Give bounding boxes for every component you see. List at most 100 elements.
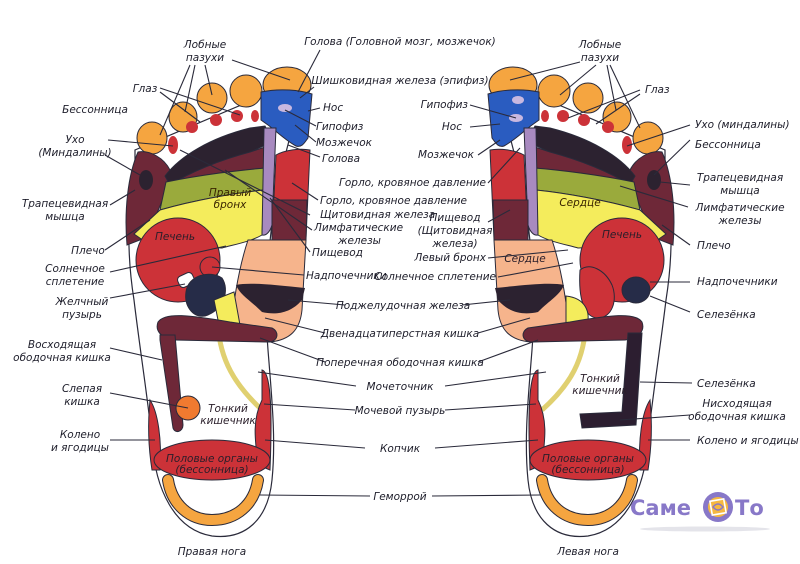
right-eye-spot-2: [186, 121, 198, 133]
label-ear-l: Ухо (миндалины): [695, 119, 790, 131]
label-left-bronchus: Левый бронх: [413, 252, 486, 264]
label-esophagus-r: Пищевод: [312, 247, 363, 259]
label-adrenal-r: Надпочечники: [306, 270, 387, 282]
left-throat-lower: [492, 199, 529, 241]
logo-text-right: То: [735, 496, 764, 520]
left-heart-upper-label: Сердце: [559, 197, 600, 209]
label-eye-l: Глаз: [645, 84, 670, 96]
right-eye-spot-5: [251, 110, 259, 122]
label-throat-l: Горло, кровяное давление: [339, 177, 486, 189]
right-liver-label: Печень: [155, 231, 195, 243]
label-eye-r: Глаз: [133, 83, 158, 95]
right-pancreas: [236, 283, 305, 314]
label-spleen-l: Селезёнка: [697, 309, 756, 321]
label-pituitary-l: Гипофиз: [421, 99, 469, 111]
label-knee-l: Колено и ягодицы: [697, 435, 799, 447]
label-duodenum: Двенадцатиперстная кишка: [320, 328, 479, 340]
label-cerebellum-l: Мозжечок: [418, 149, 475, 161]
shared-labels: Поджелудочная железа Двенадцатиперстная …: [316, 300, 484, 503]
left-eye-spot-5: [541, 110, 549, 122]
right-genitals-label: Половые органы(бессонница): [166, 453, 258, 476]
label-coccyx: Копчик: [380, 443, 421, 455]
logo-shadow: [640, 526, 770, 532]
label-cerebellum-r: Мозжечок: [316, 137, 373, 149]
left-toe-5: [632, 121, 664, 155]
label-shoulder-l: Плечо: [697, 240, 731, 252]
left-liver-label: Печень: [602, 229, 642, 241]
left-heart-lower-label: Сердце: [504, 253, 545, 265]
right-hemorrhoid-arc-fill: [163, 475, 263, 526]
left-pancreas: [495, 283, 564, 314]
left-genitals-label: Половые органы(бессонница): [542, 453, 634, 476]
left-genitals: [529, 439, 647, 481]
label-insomnia-r: Бессонница: [62, 104, 128, 116]
right-eye-spot-4: [231, 110, 243, 122]
right-knee-right: [254, 369, 272, 471]
right-genitals: [153, 439, 271, 481]
right-transverse-colon: [156, 315, 278, 343]
label-nose-l: Нос: [442, 121, 462, 133]
leader-lines: [104, 49, 693, 497]
label-head-r: Голова: [322, 153, 360, 165]
label-adrenal-l: Надпочечники: [697, 276, 778, 288]
right-toe-3: [196, 82, 228, 114]
label-transverse-colon: Поперечная ободочная кишка: [316, 357, 484, 369]
logo-emblem-icon: [703, 492, 733, 522]
label-pituitary-r: Гипофиз: [316, 121, 364, 133]
label-shoulder-r: Плечо: [71, 245, 105, 257]
left-toe-2: [537, 74, 571, 108]
left-hemorrhoid-arc-fill: [537, 475, 637, 526]
label-nose-r: Нос: [323, 102, 343, 114]
left-pituitary-spot-1: [512, 96, 524, 104]
left-eye-spot-2: [602, 121, 614, 133]
label-throat-r: Горло, кровяное давление: [320, 195, 467, 207]
logo-text-left: Саме: [630, 496, 691, 520]
left-foot-caption: Левая нога: [556, 546, 619, 558]
label-hemorrhoids: Геморрой: [373, 491, 426, 503]
right-eye-spot-3: [210, 114, 222, 126]
right-toe-2: [229, 74, 263, 108]
left-foot-left-labels: Гипофиз Нос Мозжечок Горло, кровяное дав…: [339, 99, 496, 283]
right-pituitary-spot: [278, 104, 292, 112]
left-adrenal: [621, 276, 651, 304]
label-spleen-l-2: Селезёнка: [697, 378, 756, 390]
left-toe-3: [572, 82, 604, 114]
right-toe-5: [136, 121, 168, 155]
label-bladder: Мочевой пузырь: [355, 405, 446, 417]
left-eye-spot-1: [622, 136, 632, 154]
right-insomnia-spot: [139, 170, 153, 190]
label-solar-plexus-l: Солнечное сплетение: [374, 271, 496, 283]
label-ear-r: Ухо(Миндалины): [38, 134, 111, 159]
left-eye-spot-4: [557, 110, 569, 122]
right-eye-spot-1: [168, 136, 178, 154]
left-eye-spot-3: [578, 114, 590, 126]
left-descending-colon: [579, 332, 643, 429]
site-logo[interactable]: Саме То: [630, 492, 770, 532]
label-thyroid-r: Щитовидная железа: [320, 209, 435, 221]
left-insomnia-spot: [647, 170, 661, 190]
label-head-brain: Голова (Головной мозг, мозжечок): [304, 36, 496, 48]
right-foot-caption: Правая нога: [178, 546, 247, 558]
label-pancreas: Поджелудочная железа: [336, 300, 470, 312]
left-knee-left: [528, 369, 546, 471]
